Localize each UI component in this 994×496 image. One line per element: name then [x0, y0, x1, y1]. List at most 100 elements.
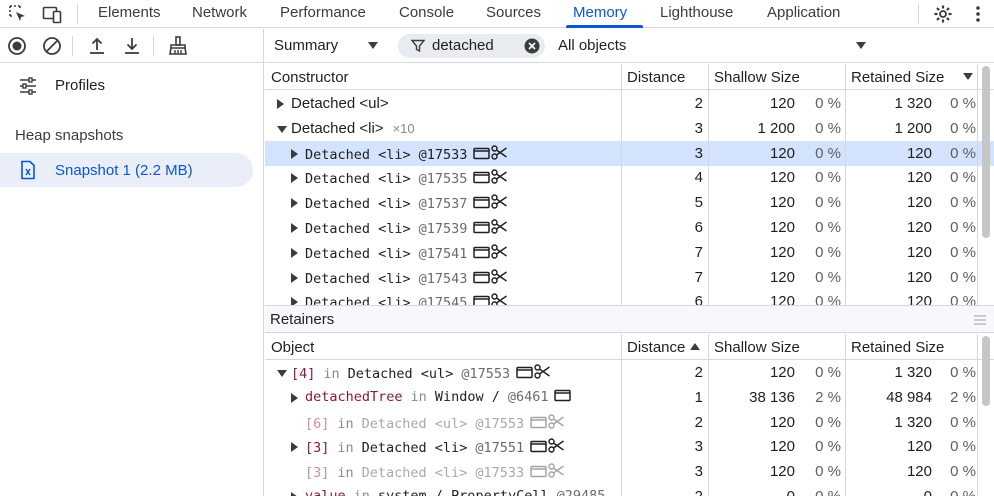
object-id: @6461: [507, 388, 549, 405]
retainer-edge-name: value: [305, 488, 346, 496]
column-divider: [708, 64, 709, 305]
constructor-name-cell: Detached <li>@17537: [305, 194, 508, 213]
shallow-size-percent: 0 %: [815, 243, 841, 261]
retained-size-percent: 0 %: [950, 438, 976, 456]
collect-garbage-broom-icon[interactable]: [167, 35, 189, 57]
tab-performance[interactable]: Performance: [280, 4, 366, 21]
retainer-target: system / PropertyCell: [377, 488, 549, 496]
collapse-triangle-icon[interactable]: [277, 125, 287, 133]
active-tab-indicator: [566, 25, 643, 28]
detached-scissors-icon: [491, 219, 508, 238]
vertical-scrollbar[interactable]: [982, 336, 990, 406]
window-icon: [554, 389, 572, 406]
shallow-size-cell: 120: [769, 95, 795, 112]
retained-size-cell: 120: [906, 293, 932, 305]
profiles-sidebar: Profiles Heap snapshots Snapshot 1 (2.2 …: [0, 29, 264, 496]
shallow-size-cell: 1 200: [757, 119, 795, 137]
download-icon[interactable]: [121, 35, 143, 57]
record-icon[interactable]: [6, 35, 28, 57]
shallow-size-cell: 120: [769, 144, 795, 162]
detached-scissors-icon: [548, 463, 565, 482]
col-object[interactable]: Object: [271, 339, 315, 356]
shallow-size-cell: 0: [711, 488, 795, 496]
expand-triangle-icon[interactable]: [291, 492, 298, 496]
retainer-target: Detached <li>: [361, 440, 468, 457]
col-constructor[interactable]: Constructor: [271, 69, 349, 86]
tab-sources[interactable]: Sources: [486, 4, 542, 21]
expand-triangle-icon[interactable]: [277, 99, 284, 109]
constructor-name: Detached <li>: [305, 221, 411, 237]
tab-application[interactable]: Application: [767, 4, 841, 21]
settings-gear-icon[interactable]: [932, 3, 954, 25]
constructor-name: Detached <li>: [305, 146, 411, 163]
expand-triangle-icon[interactable]: [291, 392, 298, 403]
shallow-size-cell: 38 136: [749, 388, 795, 406]
tab-memory[interactable]: Memory: [573, 4, 628, 21]
window-icon: [530, 465, 547, 482]
profiles-header[interactable]: Profiles: [0, 71, 264, 101]
col-retained-size[interactable]: Retained Size: [851, 69, 945, 86]
retainer-edge-name: [3]: [305, 440, 330, 457]
clear-filter-icon[interactable]: [524, 38, 540, 54]
tab-elements[interactable]: Elements: [98, 4, 161, 21]
tab-console[interactable]: Console: [399, 4, 455, 21]
objects-scope-select[interactable]: All objects: [558, 37, 626, 54]
shallow-size-cell: 120: [769, 364, 795, 381]
constructor-name-cell: Detached <li>@17539: [305, 219, 508, 238]
snapshot-list-item[interactable]: Snapshot 1 (2.2 MB): [0, 153, 253, 187]
expand-triangle-icon[interactable]: [291, 297, 298, 305]
expand-triangle-icon[interactable]: [291, 247, 298, 258]
expand-triangle-icon[interactable]: [291, 442, 298, 453]
device-toolbar-icon[interactable]: [41, 3, 63, 25]
dropdown-arrow-icon[interactable]: [855, 41, 867, 51]
more-options-icon[interactable]: [967, 3, 989, 25]
expand-triangle-icon[interactable]: [291, 198, 298, 209]
retained-size-percent: 0 %: [950, 413, 976, 431]
constructor-table: Constructor Distance Shallow Size Retain…: [265, 64, 994, 305]
drag-handle-icon[interactable]: [973, 315, 987, 325]
expand-triangle-icon[interactable]: [291, 148, 298, 159]
col-shallow-size[interactable]: Shallow Size: [714, 339, 800, 356]
object-id: @17543: [418, 270, 468, 287]
col-distance[interactable]: Distance: [627, 339, 686, 356]
retainers-title: Retainers: [270, 311, 335, 328]
inspect-element-icon[interactable]: [7, 3, 29, 25]
shallow-size-percent: 0 %: [815, 169, 841, 187]
col-distance[interactable]: Distance: [627, 69, 686, 86]
constructor-name: Detached <ul>: [291, 95, 389, 112]
collapse-triangle-icon[interactable]: [277, 370, 287, 377]
expand-triangle-icon[interactable]: [291, 173, 298, 184]
col-retained-size[interactable]: Retained Size: [851, 339, 945, 356]
shallow-size-percent: 0 %: [815, 95, 841, 112]
tab-lighthouse[interactable]: Lighthouse: [660, 4, 734, 21]
view-mode-select[interactable]: Summary: [274, 37, 378, 54]
distance-cell: 7: [694, 268, 703, 286]
vertical-scrollbar[interactable]: [982, 66, 990, 238]
clear-icon[interactable]: [41, 35, 63, 57]
expand-triangle-icon[interactable]: [291, 223, 298, 233]
expand-triangle-icon[interactable]: [291, 272, 298, 283]
devtools-tab-bar: Elements Network Performance Console Sou…: [0, 0, 994, 28]
tab-network[interactable]: Network: [192, 4, 248, 21]
window-icon: [473, 271, 491, 288]
shallow-size-percent: 0 %: [815, 194, 841, 212]
col-shallow-size[interactable]: Shallow Size: [714, 69, 800, 86]
class-filter-input[interactable]: detached: [398, 34, 545, 58]
upload-icon[interactable]: [86, 35, 108, 57]
